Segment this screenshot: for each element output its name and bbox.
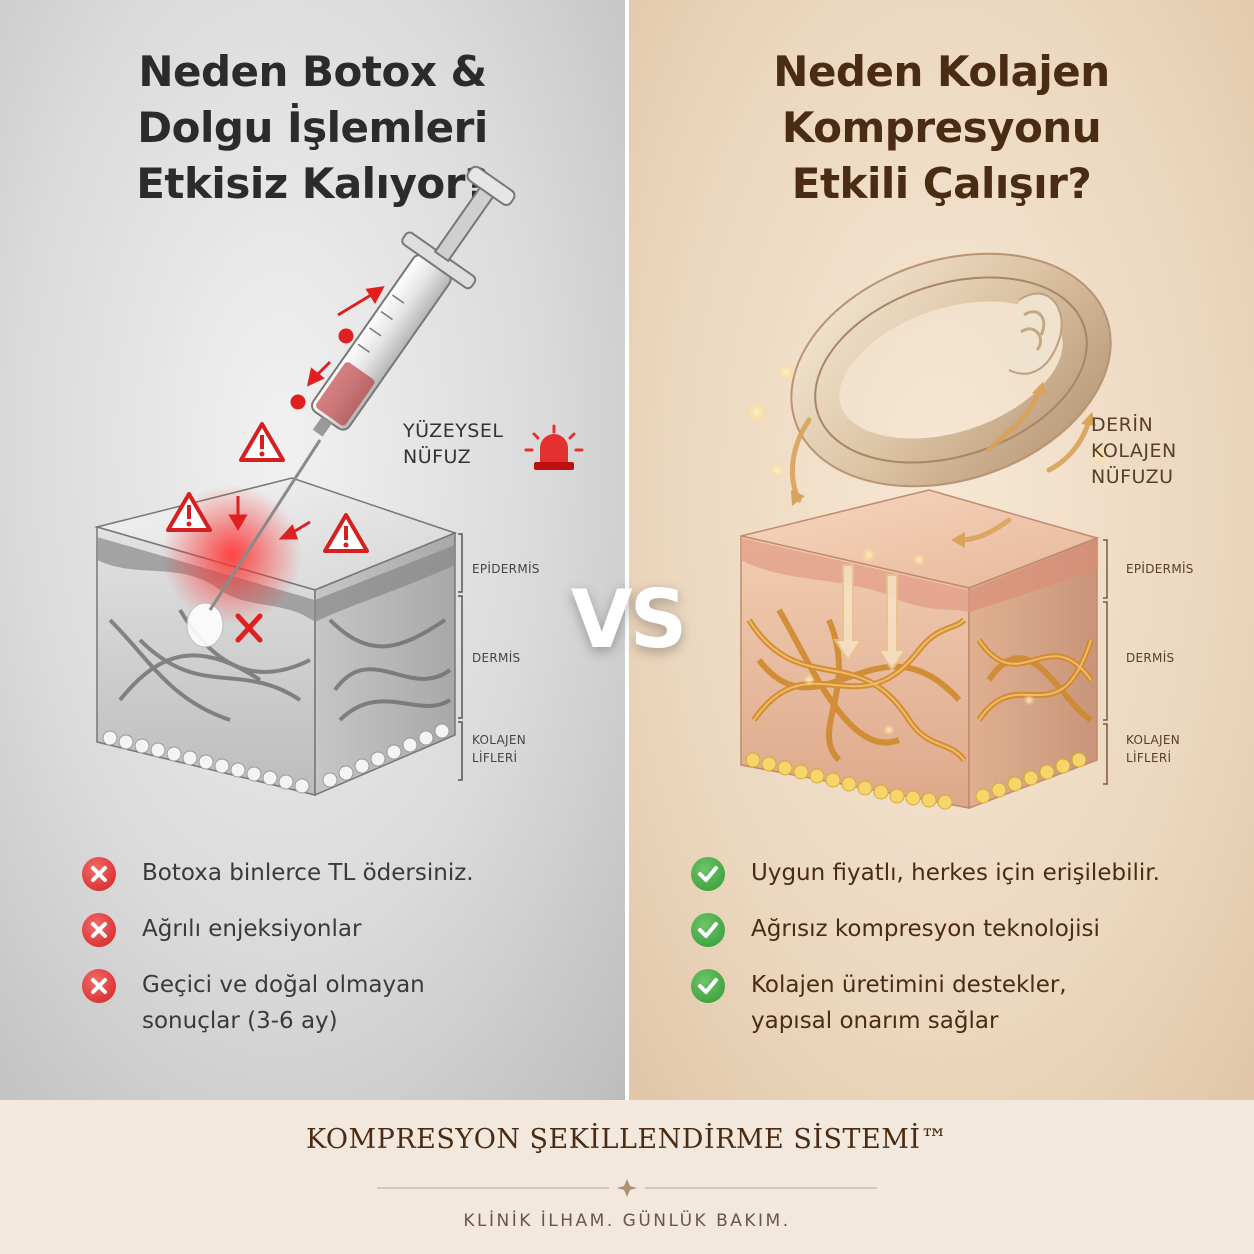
list-item: Ağrısız kompresyon teknolojisi	[691, 911, 1231, 947]
left-title: Neden Botox & Dolgu İşlemleri Etkisiz Ka…	[136, 47, 489, 208]
checkmark-icon	[691, 969, 725, 1003]
cross-icon	[82, 969, 116, 1003]
alarm-siren-icon	[524, 424, 584, 470]
divider-ornament-icon	[377, 1179, 877, 1197]
checkmark-icon	[691, 857, 725, 891]
right-layer-collagen: KOLAJEN LİFLERİ	[1126, 733, 1181, 765]
left-penetration-label: YÜZEYSEL NÜFUZ	[403, 420, 504, 468]
checkmark-icon	[691, 913, 725, 947]
right-layer-epidermis: EPİDERMİS	[1126, 562, 1194, 576]
syringe-icon	[311, 165, 516, 437]
left-layer-dermis: DERMİS	[472, 651, 521, 665]
list-item: Ağrılı enjeksiyonlar	[82, 911, 602, 947]
slogan: KLİNİK İLHAM. GÜNLÜK BAKIM.	[463, 1211, 791, 1231]
cross-icon	[82, 857, 116, 891]
list-item: Botoxa binlerce TL ödersiniz.	[82, 855, 602, 891]
right-layer-dermis: DERMİS	[1126, 651, 1175, 665]
left-layer-collagen: KOLAJEN LİFLERİ	[472, 733, 527, 765]
cross-icon	[82, 913, 116, 947]
list-item: Geçici ve doğal olmayan sonuçlar (3-6 ay…	[82, 967, 602, 1039]
list-item: Kolajen üretimini destekler, yapısal ona…	[691, 967, 1231, 1039]
right-penetration-label: DERİN KOLAJEN NÜFUZU	[1091, 414, 1177, 488]
left-layer-epidermis: EPİDERMİS	[472, 562, 540, 576]
left-panel: Neden Botox & Dolgu İşlemleri Etkisiz Ka…	[0, 0, 625, 1100]
right-panel: Neden Kolajen Kompresyonu Etkili Çalışır…	[629, 0, 1254, 1100]
list-item: Uygun fiyatlı, herkes için erişilebilir.	[691, 855, 1231, 891]
vs-badge: VS	[570, 573, 688, 666]
fail-x-icon	[235, 613, 263, 643]
right-benefits-list: Uygun fiyatlı, herkes için erişilebilir.…	[691, 855, 1231, 1059]
skin-cube-side	[968, 536, 1098, 810]
right-title: Neden Kolajen Kompresyonu Etkili Çalışır…	[773, 47, 1110, 208]
compression-band-icon	[790, 252, 1112, 488]
brand-name: KOMPRESYON ŞEKİLLENDİRME SİSTEMİ™	[305, 1124, 949, 1155]
band-skin-illustration	[740, 252, 1112, 810]
syringe-skin-illustration	[94, 165, 584, 797]
footer	[0, 1100, 1254, 1254]
left-drawbacks-list: Botoxa binlerce TL ödersiniz. Ağrılı enj…	[82, 855, 602, 1059]
panel-divider	[625, 0, 629, 1100]
